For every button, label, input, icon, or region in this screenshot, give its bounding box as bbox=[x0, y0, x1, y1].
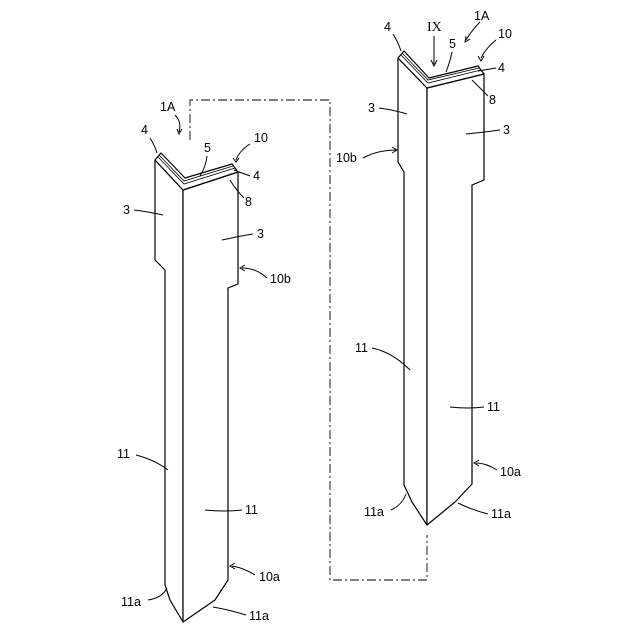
left-corner-protector bbox=[155, 153, 238, 622]
right-label-4-top: 4 bbox=[384, 20, 391, 34]
right-label-3-left: 3 bbox=[368, 101, 375, 115]
right-leader-10b bbox=[363, 150, 396, 158]
right-label-10b: 10b bbox=[336, 151, 357, 165]
left-figure-left-face bbox=[155, 160, 183, 622]
left-label-10: 10 bbox=[254, 131, 268, 145]
left-label-11-right: 11 bbox=[245, 503, 258, 517]
left-label-5: 5 bbox=[204, 141, 211, 155]
right-leader-1A bbox=[466, 22, 480, 40]
left-label-10a: 10a bbox=[259, 570, 280, 584]
right-leader-11a-left bbox=[391, 494, 406, 510]
right-label-1A: 1A bbox=[474, 9, 490, 23]
left-label-3-right: 3 bbox=[257, 227, 264, 241]
right-figure-left-face bbox=[398, 58, 427, 525]
right-figure-right-face bbox=[427, 74, 484, 525]
left-label-10b: 10b bbox=[270, 272, 291, 286]
right-label-5: 5 bbox=[449, 37, 456, 51]
left-leader-10 bbox=[236, 144, 250, 160]
left-label-1A: 1A bbox=[160, 100, 176, 114]
right-leader-10 bbox=[481, 40, 496, 58]
right-label-11a-right: 11a bbox=[491, 507, 511, 521]
left-figure-right-face bbox=[183, 172, 238, 622]
right-corner-protector bbox=[398, 51, 484, 525]
left-label-4-right: 4 bbox=[253, 169, 260, 183]
left-leader-11-left bbox=[136, 455, 168, 470]
right-leader-4-top bbox=[393, 34, 401, 51]
right-label-8: 8 bbox=[489, 93, 496, 107]
left-leader-10b bbox=[242, 268, 267, 278]
left-label-11a-left: 11a bbox=[121, 595, 141, 609]
left-label-11a-right: 11a bbox=[249, 609, 269, 623]
right-leader-5 bbox=[446, 52, 452, 72]
left-leader-11a-right bbox=[213, 607, 246, 615]
right-label-11a-left: 11a bbox=[364, 505, 384, 519]
right-label-4-right: 4 bbox=[498, 61, 505, 75]
right-arrowhead-10 bbox=[478, 56, 484, 61]
left-leader-4-top bbox=[150, 138, 157, 153]
right-label-11-right: 11 bbox=[487, 400, 500, 414]
left-leader-10a bbox=[232, 566, 255, 575]
right-leader-11a-right bbox=[458, 503, 488, 514]
left-leader-11a-left bbox=[148, 588, 167, 600]
left-label-8: 8 bbox=[245, 195, 252, 209]
right-label-IX: IX bbox=[427, 20, 442, 35]
left-label-11-left: 11 bbox=[117, 447, 130, 461]
right-label-3-right: 3 bbox=[503, 123, 510, 137]
left-label-3-left: 3 bbox=[123, 203, 130, 217]
right-label-10: 10 bbox=[498, 27, 512, 41]
right-label-11-left: 11 bbox=[355, 341, 368, 355]
right-label-10a: 10a bbox=[500, 465, 521, 479]
right-leader-10a bbox=[476, 463, 497, 470]
left-label-4-top: 4 bbox=[141, 123, 148, 137]
